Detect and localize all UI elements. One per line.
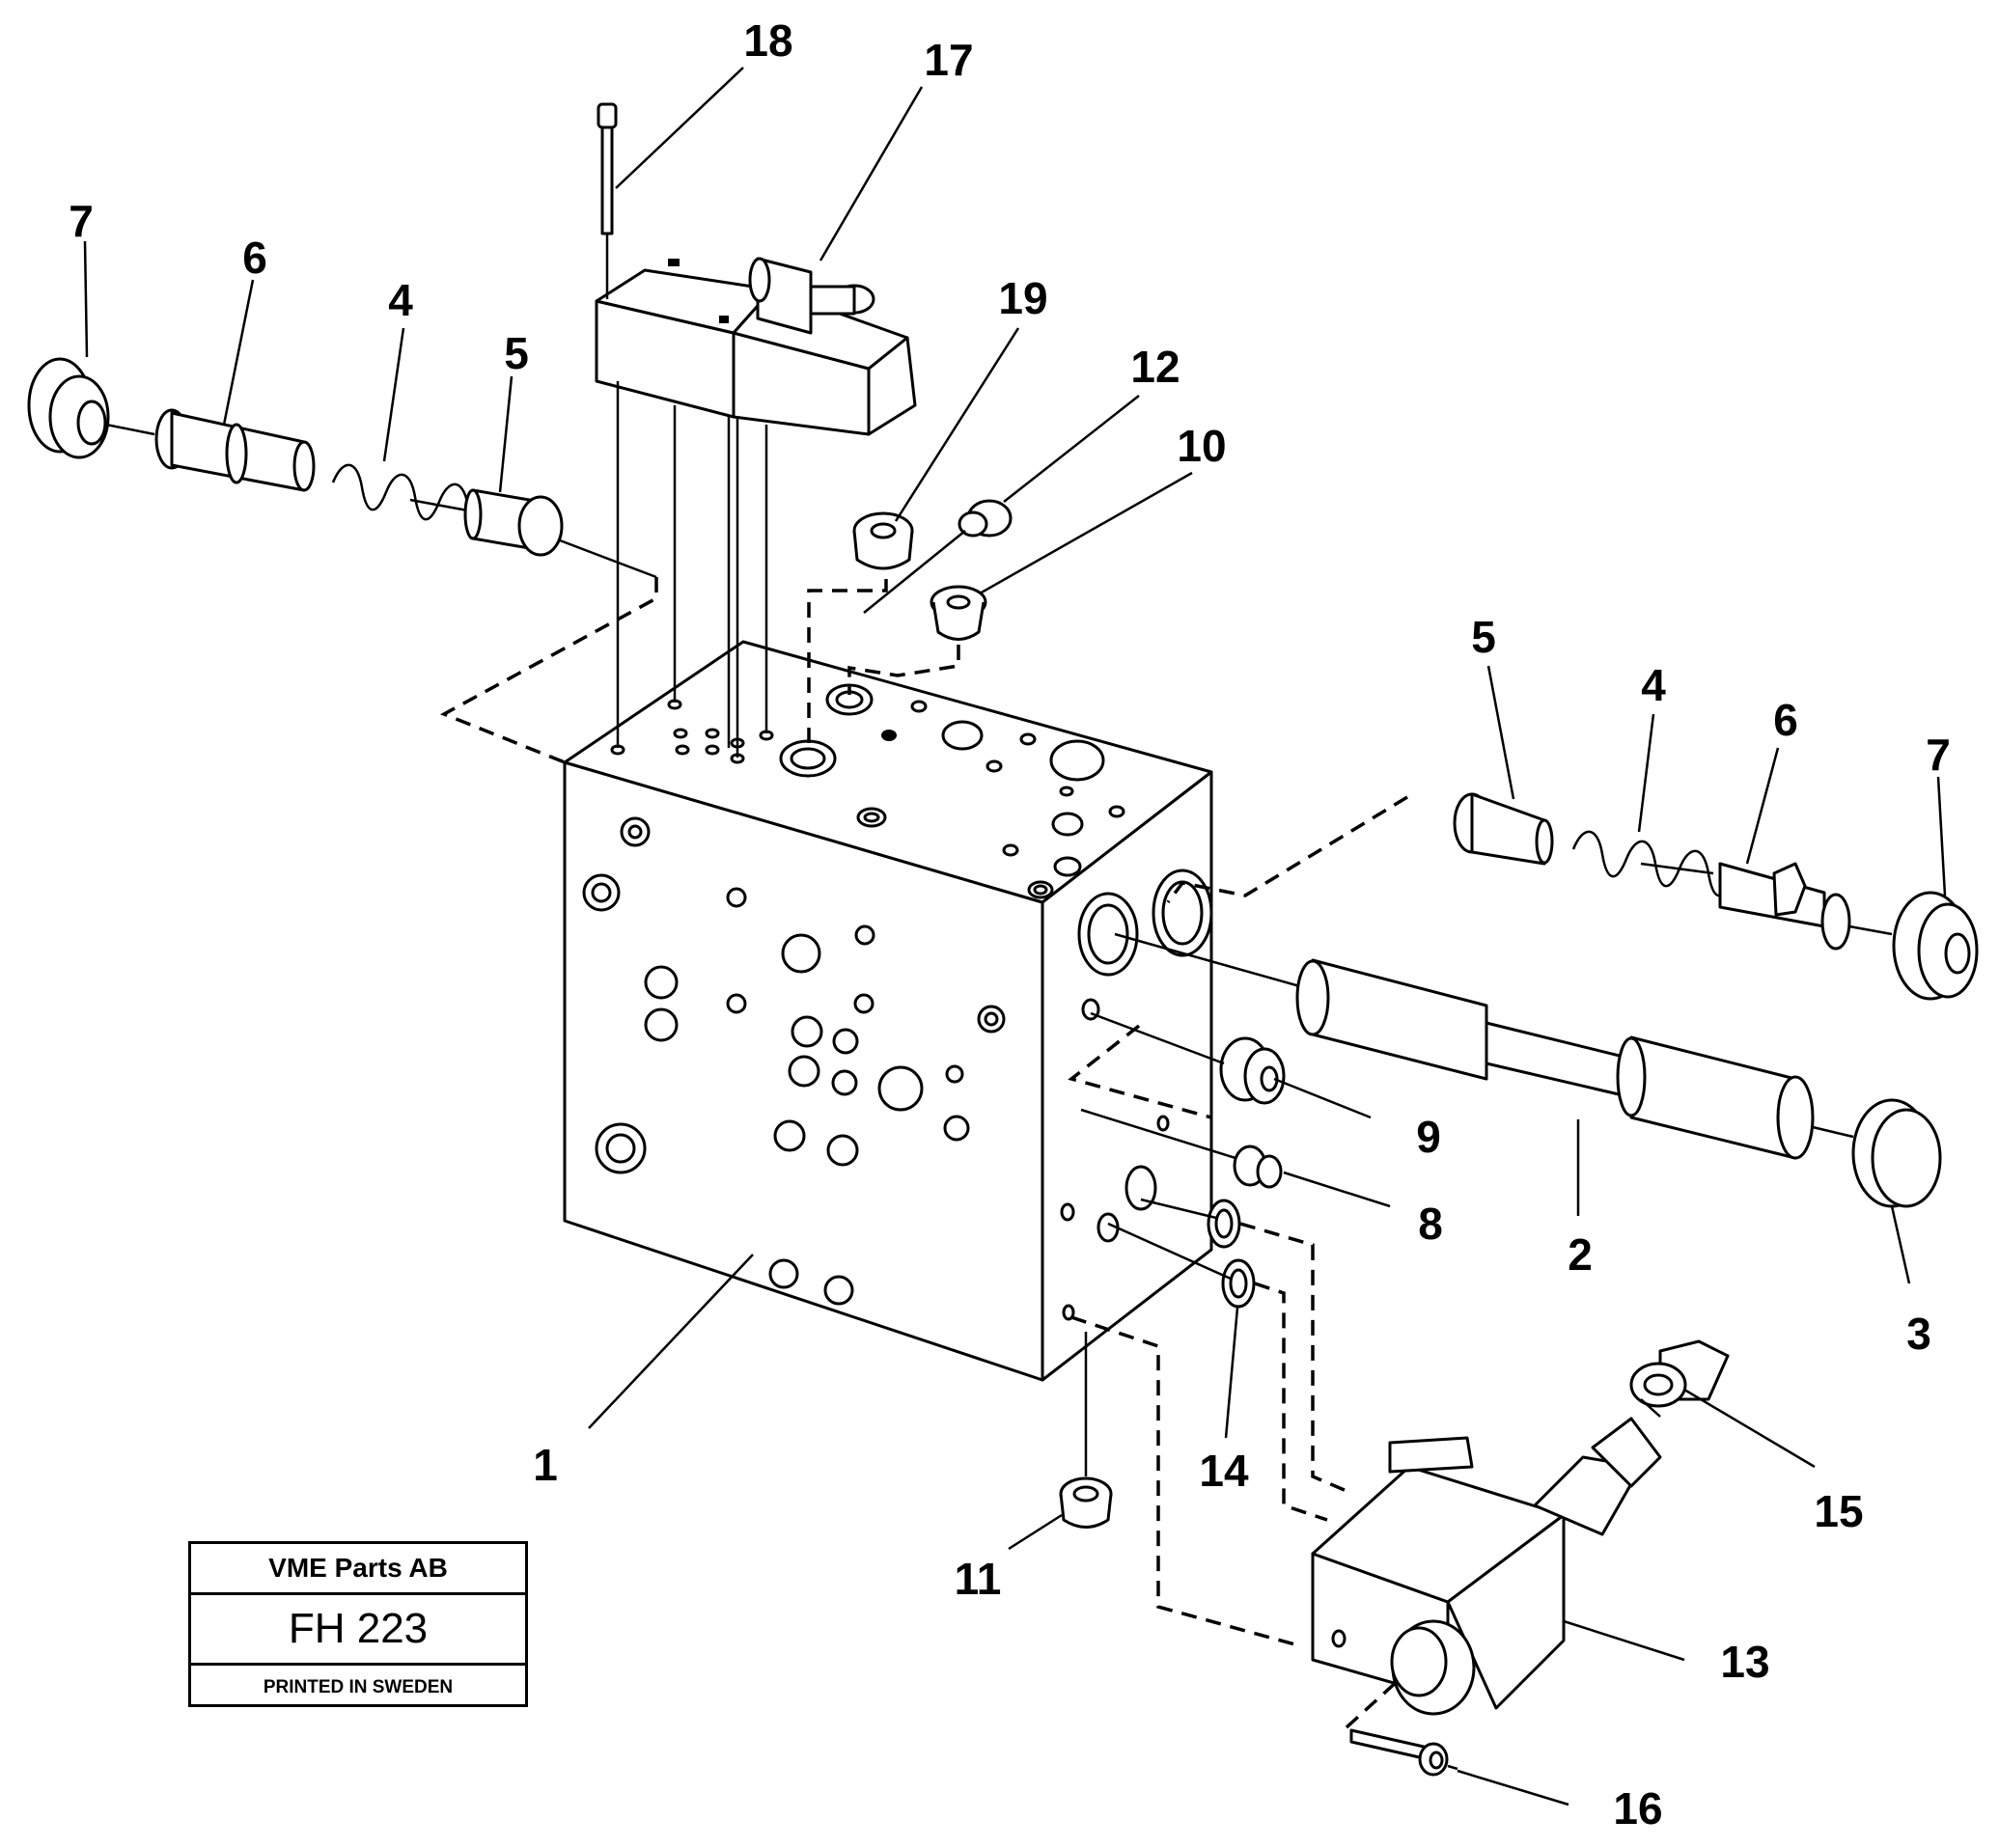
pressure-switch-13 [1311, 1417, 1662, 1716]
title-stamp: VME Parts AB FH 223 PRINTED IN SWEDEN [188, 1541, 528, 1707]
callout-16: 16 [1613, 1783, 1662, 1834]
mounting-bolt-18 [597, 102, 618, 299]
callout-11: 11 [955, 1554, 1002, 1604]
callout-12: 12 [1130, 342, 1180, 392]
callout-13: 13 [1720, 1637, 1769, 1687]
callout-18: 18 [743, 15, 792, 66]
right-spool-group [1453, 792, 1979, 1001]
screw-16 [1349, 1728, 1458, 1777]
end-plug-3 [1851, 1098, 1942, 1208]
callout-8: 8 [1418, 1199, 1443, 1249]
plug-10 [930, 585, 987, 641]
callout-17: 17 [924, 35, 973, 85]
plug-19 [852, 511, 914, 570]
callout-7-left: 7 [69, 196, 94, 246]
callout-6-right: 6 [1773, 695, 1798, 745]
callout-9: 9 [1416, 1112, 1441, 1162]
valve-block [563, 640, 1213, 1382]
front-ports [582, 816, 1006, 1306]
callout-19: 19 [998, 273, 1047, 323]
callout-4-right: 4 [1641, 660, 1666, 710]
callout-15: 15 [1814, 1486, 1863, 1536]
stamp-code: FH 223 [191, 1595, 525, 1666]
callout-6-left: 6 [242, 233, 267, 283]
callout-3: 3 [1906, 1309, 1931, 1359]
main-spool-2 [1114, 932, 1854, 1160]
plug-8 [1080, 1108, 1283, 1189]
top-ports [610, 683, 1125, 899]
callout-7-right: 7 [1926, 730, 1951, 780]
callout-5-left: 5 [504, 328, 529, 378]
callout-10: 10 [1177, 421, 1226, 471]
callout-2: 2 [1568, 1229, 1593, 1280]
sensor-cap-15 [1629, 1339, 1730, 1418]
side-ports [1060, 869, 1213, 1321]
plug-12 [863, 499, 1013, 614]
left-spool-group [27, 357, 657, 579]
plug-9 [1090, 1011, 1286, 1105]
stamp-company: VME Parts AB [191, 1544, 525, 1595]
callout-numbers: 18 17 19 12 10 7 6 4 5 5 4 6 7 9 8 2 3 1… [69, 15, 1951, 1834]
callout-5-right: 5 [1471, 612, 1496, 662]
callout-1: 1 [533, 1440, 558, 1490]
callout-14: 14 [1199, 1446, 1249, 1496]
leader-lines [83, 67, 1947, 1807]
plug-11 [1059, 1332, 1113, 1529]
seal-rings-14 [1107, 1198, 1256, 1309]
solenoid-valve [595, 257, 917, 758]
callout-4-left: 4 [388, 275, 413, 325]
stamp-printed: PRINTED IN SWEDEN [263, 1677, 454, 1697]
